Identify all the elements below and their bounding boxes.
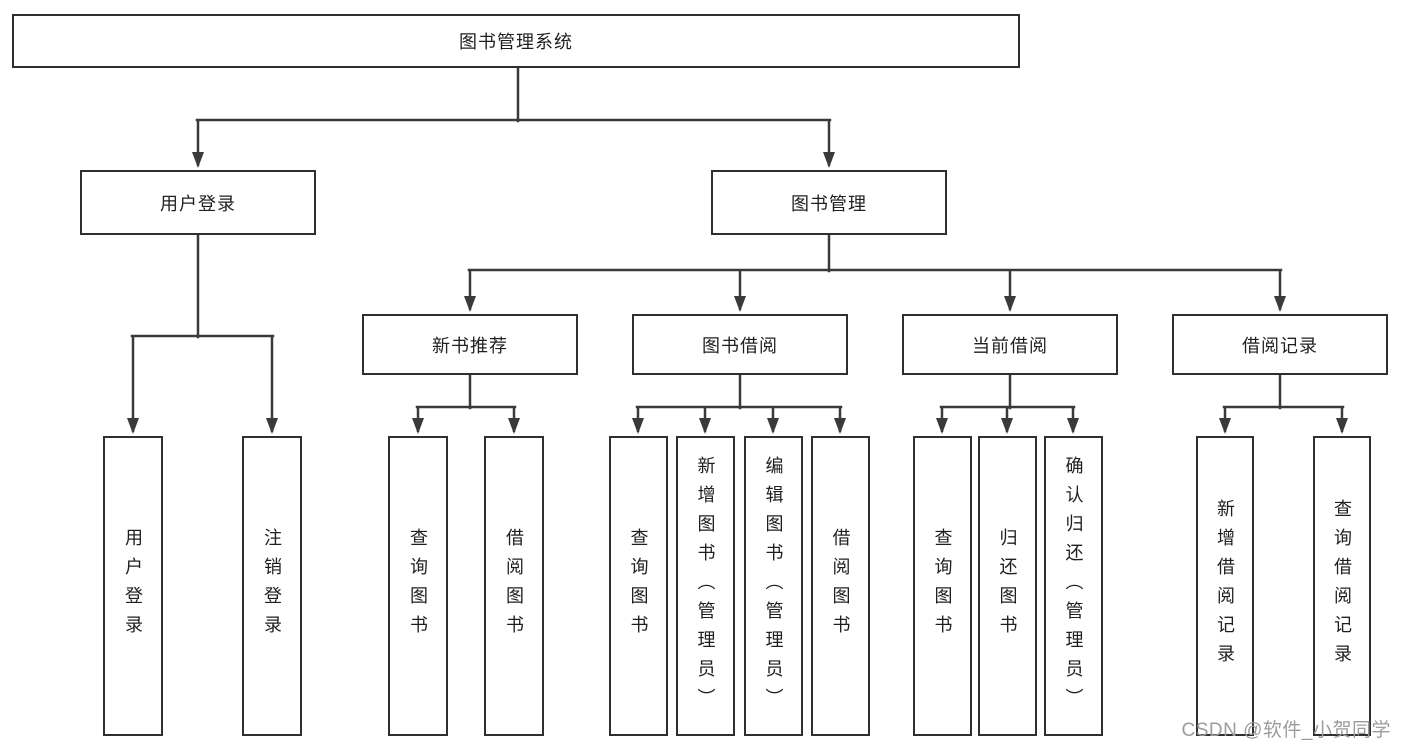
node-label: 图书管理系统 xyxy=(459,32,573,52)
node-book-management: 图书管理 xyxy=(711,170,947,235)
leaf-borrow-books-recommend: 借阅图书 xyxy=(484,436,544,736)
node-borrow-record: 借阅记录 xyxy=(1172,314,1388,375)
leaf-label: 查询借阅记录 xyxy=(1332,499,1352,673)
leaf-label: 用户登录 xyxy=(123,528,143,644)
leaf-label: 注销登录 xyxy=(262,528,282,644)
node-label: 当前借阅 xyxy=(972,335,1048,356)
leaf-label: 查询图书 xyxy=(408,528,428,644)
leaf-query-books-recommend: 查询图书 xyxy=(388,436,448,736)
node-label: 图书借阅 xyxy=(702,335,778,356)
csdn-watermark: CSDN @软件_小贺同学 xyxy=(1181,720,1391,741)
node-current-borrow: 当前借阅 xyxy=(902,314,1118,375)
leaf-label: 编辑图书（管理员） xyxy=(763,455,784,717)
leaf-label: 新增图书（管理员） xyxy=(695,455,716,717)
node-new-book-recommend: 新书推荐 xyxy=(362,314,578,375)
node-label: 图书管理 xyxy=(791,193,867,214)
leaf-label: 查询图书 xyxy=(932,528,953,644)
leaf-query-books-borrow: 查询图书 xyxy=(609,436,668,736)
leaf-edit-book-admin: 编辑图书（管理员） xyxy=(744,436,803,736)
node-label: 借阅记录 xyxy=(1242,335,1318,356)
node-label: 用户登录 xyxy=(160,193,236,214)
leaf-return-books: 归还图书 xyxy=(978,436,1037,736)
node-user-login: 用户登录 xyxy=(80,170,316,235)
leaf-confirm-return-admin: 确认归还（管理员） xyxy=(1044,436,1103,736)
node-library-system: 图书管理系统 xyxy=(12,14,1020,68)
leaf-label: 归还图书 xyxy=(997,528,1018,644)
leaf-label: 查询图书 xyxy=(628,528,649,644)
leaf-label: 借阅图书 xyxy=(504,528,524,644)
node-label: 新书推荐 xyxy=(432,335,508,356)
leaf-add-book-admin: 新增图书（管理员） xyxy=(676,436,735,736)
leaf-query-books-current: 查询图书 xyxy=(913,436,972,736)
leaf-borrow-books: 借阅图书 xyxy=(811,436,870,736)
leaf-query-borrow-record: 查询借阅记录 xyxy=(1313,436,1371,736)
leaf-label: 借阅图书 xyxy=(830,528,851,644)
leaf-user-login: 用户登录 xyxy=(103,436,163,736)
leaf-logout: 注销登录 xyxy=(242,436,302,736)
leaf-label: 确认归还（管理员） xyxy=(1063,455,1084,717)
leaf-label: 新增借阅记录 xyxy=(1215,499,1235,673)
node-book-borrow: 图书借阅 xyxy=(632,314,848,375)
leaf-add-borrow-record: 新增借阅记录 xyxy=(1196,436,1254,736)
